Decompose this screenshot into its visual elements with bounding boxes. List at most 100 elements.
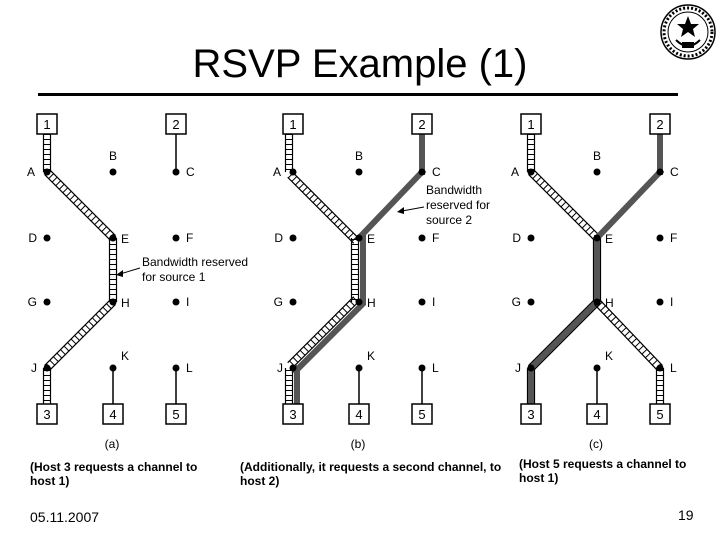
- host-label-2: 2: [172, 117, 179, 132]
- hatch-line: [342, 307, 348, 314]
- host-box-4: [102, 403, 124, 425]
- hatch-line: [603, 309, 610, 315]
- router-node-g: [527, 298, 535, 306]
- hatch-line: [594, 304, 658, 371]
- hatch-line: [648, 356, 655, 362]
- router-label-i: I: [432, 295, 435, 309]
- host-label-1: 1: [43, 117, 50, 132]
- reservation-source2-segment: [354, 167, 427, 243]
- host-box-3: [282, 403, 304, 425]
- hatch-line: [624, 330, 631, 337]
- slide-title: RSVP Example (1): [192, 42, 528, 86]
- title-rule: [38, 93, 678, 96]
- router-label-j: J: [515, 361, 521, 375]
- annotation-source1-arrowhead: [116, 270, 123, 277]
- hatch-line: [581, 222, 588, 229]
- footer-date: 05.11.2007: [30, 509, 100, 525]
- hatch-line: [312, 197, 319, 203]
- router-label-l: L: [432, 361, 439, 375]
- annotation-source2-line3: source 2: [426, 213, 472, 227]
- hatch-line: [292, 301, 360, 369]
- hatch-line: [48, 173, 54, 179]
- host-box-2: [165, 113, 187, 135]
- hatch-line: [330, 215, 337, 221]
- hatch-line: [58, 183, 65, 190]
- hatch-line: [620, 327, 627, 333]
- hatch-line: [645, 352, 651, 359]
- hatch-line: [87, 212, 93, 218]
- router-label-f: F: [186, 231, 193, 245]
- router-node-i: [172, 298, 180, 306]
- hatch-line: [323, 207, 329, 214]
- router-label-k: K: [605, 349, 613, 363]
- caption-panel-a: (Host 3 requests a channel to host 1): [30, 460, 198, 488]
- router-node-l: [656, 364, 664, 372]
- hatch-line: [533, 169, 600, 236]
- hatch-line: [94, 219, 100, 225]
- hatch-line: [337, 222, 344, 228]
- router-label-e: E: [367, 232, 375, 246]
- hatch-line: [306, 342, 313, 349]
- hatch-line: [76, 201, 83, 208]
- hatch-line: [333, 218, 340, 225]
- panel-label-b: (b): [351, 437, 366, 451]
- hatch-line: [60, 349, 66, 355]
- hatch-line: [53, 356, 59, 362]
- hatch-line: [344, 229, 351, 235]
- host-label-5: 5: [418, 407, 425, 422]
- institute-seal-icon: [660, 4, 716, 60]
- host-box-1: [282, 113, 304, 135]
- router-node-g: [289, 298, 297, 306]
- hatch-line: [44, 299, 111, 366]
- router-label-j: J: [277, 361, 283, 375]
- hatch-line: [49, 169, 116, 236]
- router-label-k: K: [121, 349, 129, 363]
- hatch-line: [302, 186, 308, 193]
- router-label-e: E: [121, 232, 129, 246]
- caption-panel-b: (Additionally, it requests a second chan…: [240, 460, 502, 488]
- hatch-line: [634, 341, 641, 348]
- annotation-source1-line1: Bandwidth reserved: [142, 255, 248, 269]
- router-node-d: [43, 234, 51, 242]
- router-label-g: G: [512, 295, 521, 309]
- hatch-line: [553, 194, 560, 201]
- hatch-line: [67, 342, 73, 348]
- panel-label-a: (a): [105, 437, 120, 451]
- router-node-d: [289, 234, 297, 242]
- hatch-line: [539, 180, 546, 187]
- hatch-line: [101, 226, 107, 232]
- hatch-line: [313, 335, 320, 342]
- annotation-source1-arrow-shaft: [119, 267, 141, 275]
- hatch-line: [295, 179, 301, 186]
- hatch-line: [287, 296, 355, 364]
- hatch-line: [631, 338, 637, 344]
- hatch-line: [88, 320, 95, 327]
- hatch-line: [533, 304, 600, 371]
- panel-label-c: (c): [589, 437, 603, 451]
- hatch-line: [571, 212, 577, 218]
- annotation-source2-arrowhead: [397, 207, 404, 214]
- reservation-source1-segment: [108, 238, 118, 302]
- reservation-source1-segment: [287, 171, 360, 244]
- annotation-source2-arrow-shaft: [401, 206, 425, 212]
- hatch-line: [641, 348, 648, 355]
- host-label-3: 3: [527, 407, 534, 422]
- hatch-line: [299, 349, 306, 356]
- hatch-line: [73, 198, 79, 204]
- hatch-line: [91, 317, 98, 324]
- router-node-l: [172, 364, 180, 372]
- page-number: 19: [678, 507, 694, 523]
- router-node-a: [527, 168, 535, 176]
- hatch-line: [564, 205, 570, 211]
- hatch-line: [49, 359, 56, 366]
- router-node-j: [289, 364, 297, 372]
- hatch-line: [348, 232, 354, 239]
- hatch-line: [305, 190, 312, 196]
- hatch-line: [560, 201, 567, 208]
- hatch-line: [319, 204, 326, 211]
- hatch-line: [596, 301, 603, 308]
- hatch-line: [309, 193, 315, 200]
- router-node-k: [355, 364, 363, 372]
- annotation-source1-line2: for source 1: [142, 270, 206, 284]
- caption-panel-c: (Host 5 requests a channel to host 1): [519, 457, 687, 485]
